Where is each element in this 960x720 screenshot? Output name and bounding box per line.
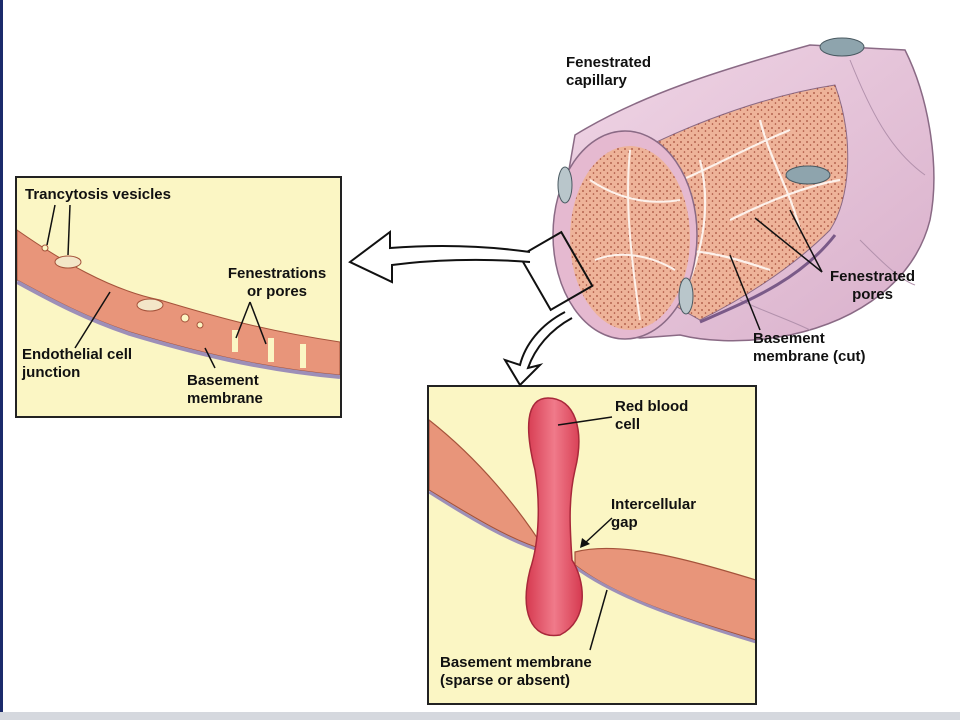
label-fenestrated-pores: Fenestrated pores	[829, 268, 916, 303]
label-endothelial-cell-junction: Endothelial cell junction	[22, 346, 133, 381]
label-basement-membrane-cut: Basement membrane (cut)	[753, 330, 866, 365]
label-transcytosis-vesicles: Trancytosis vesicles	[25, 186, 171, 203]
label-fenestrated-capillary: Fenestrated capillary	[566, 54, 652, 89]
basement-membrane-cut-edge	[699, 234, 837, 324]
nucleus-top	[819, 37, 865, 57]
label-basement-membrane-bottom: Basement membrane (sparse or absent)	[440, 654, 592, 689]
left-inset-panel	[15, 176, 342, 418]
arrow-to-left-inset	[348, 230, 531, 284]
bottom-inset-leader-lines	[557, 416, 613, 651]
left-basement-membrane	[17, 280, 340, 379]
zoom-selection-box	[518, 230, 594, 312]
nucleus-left	[557, 166, 573, 204]
red-blood-cell	[525, 397, 583, 637]
bottom-inset-frame	[427, 385, 757, 705]
left-inset-leader-lines	[46, 204, 267, 369]
capillary-leader-lines	[729, 209, 823, 331]
slide-bottom-edge	[0, 712, 960, 720]
nucleus-right	[678, 277, 694, 315]
slide-left-edge	[0, 0, 3, 720]
label-basement-membrane-left: Basement membrane	[187, 372, 263, 407]
bottom-inset-panel	[427, 385, 757, 705]
bottom-basement-right	[574, 565, 755, 644]
bottom-basement-left	[429, 490, 546, 554]
fenestrated-capillary-illustration	[518, 37, 935, 342]
label-red-blood-cell: Red blood cell	[615, 398, 689, 433]
nucleus-middle	[785, 165, 831, 185]
connector-arrows	[348, 230, 573, 387]
lumen-junction-lines	[589, 149, 681, 321]
arrow-to-bottom-inset	[502, 311, 573, 387]
label-intercellular-gap: Intercellular gap	[611, 496, 697, 531]
label-fenestrations-or-pores: Fenestrations or pores	[227, 265, 327, 300]
gap-arrowhead	[580, 538, 590, 548]
